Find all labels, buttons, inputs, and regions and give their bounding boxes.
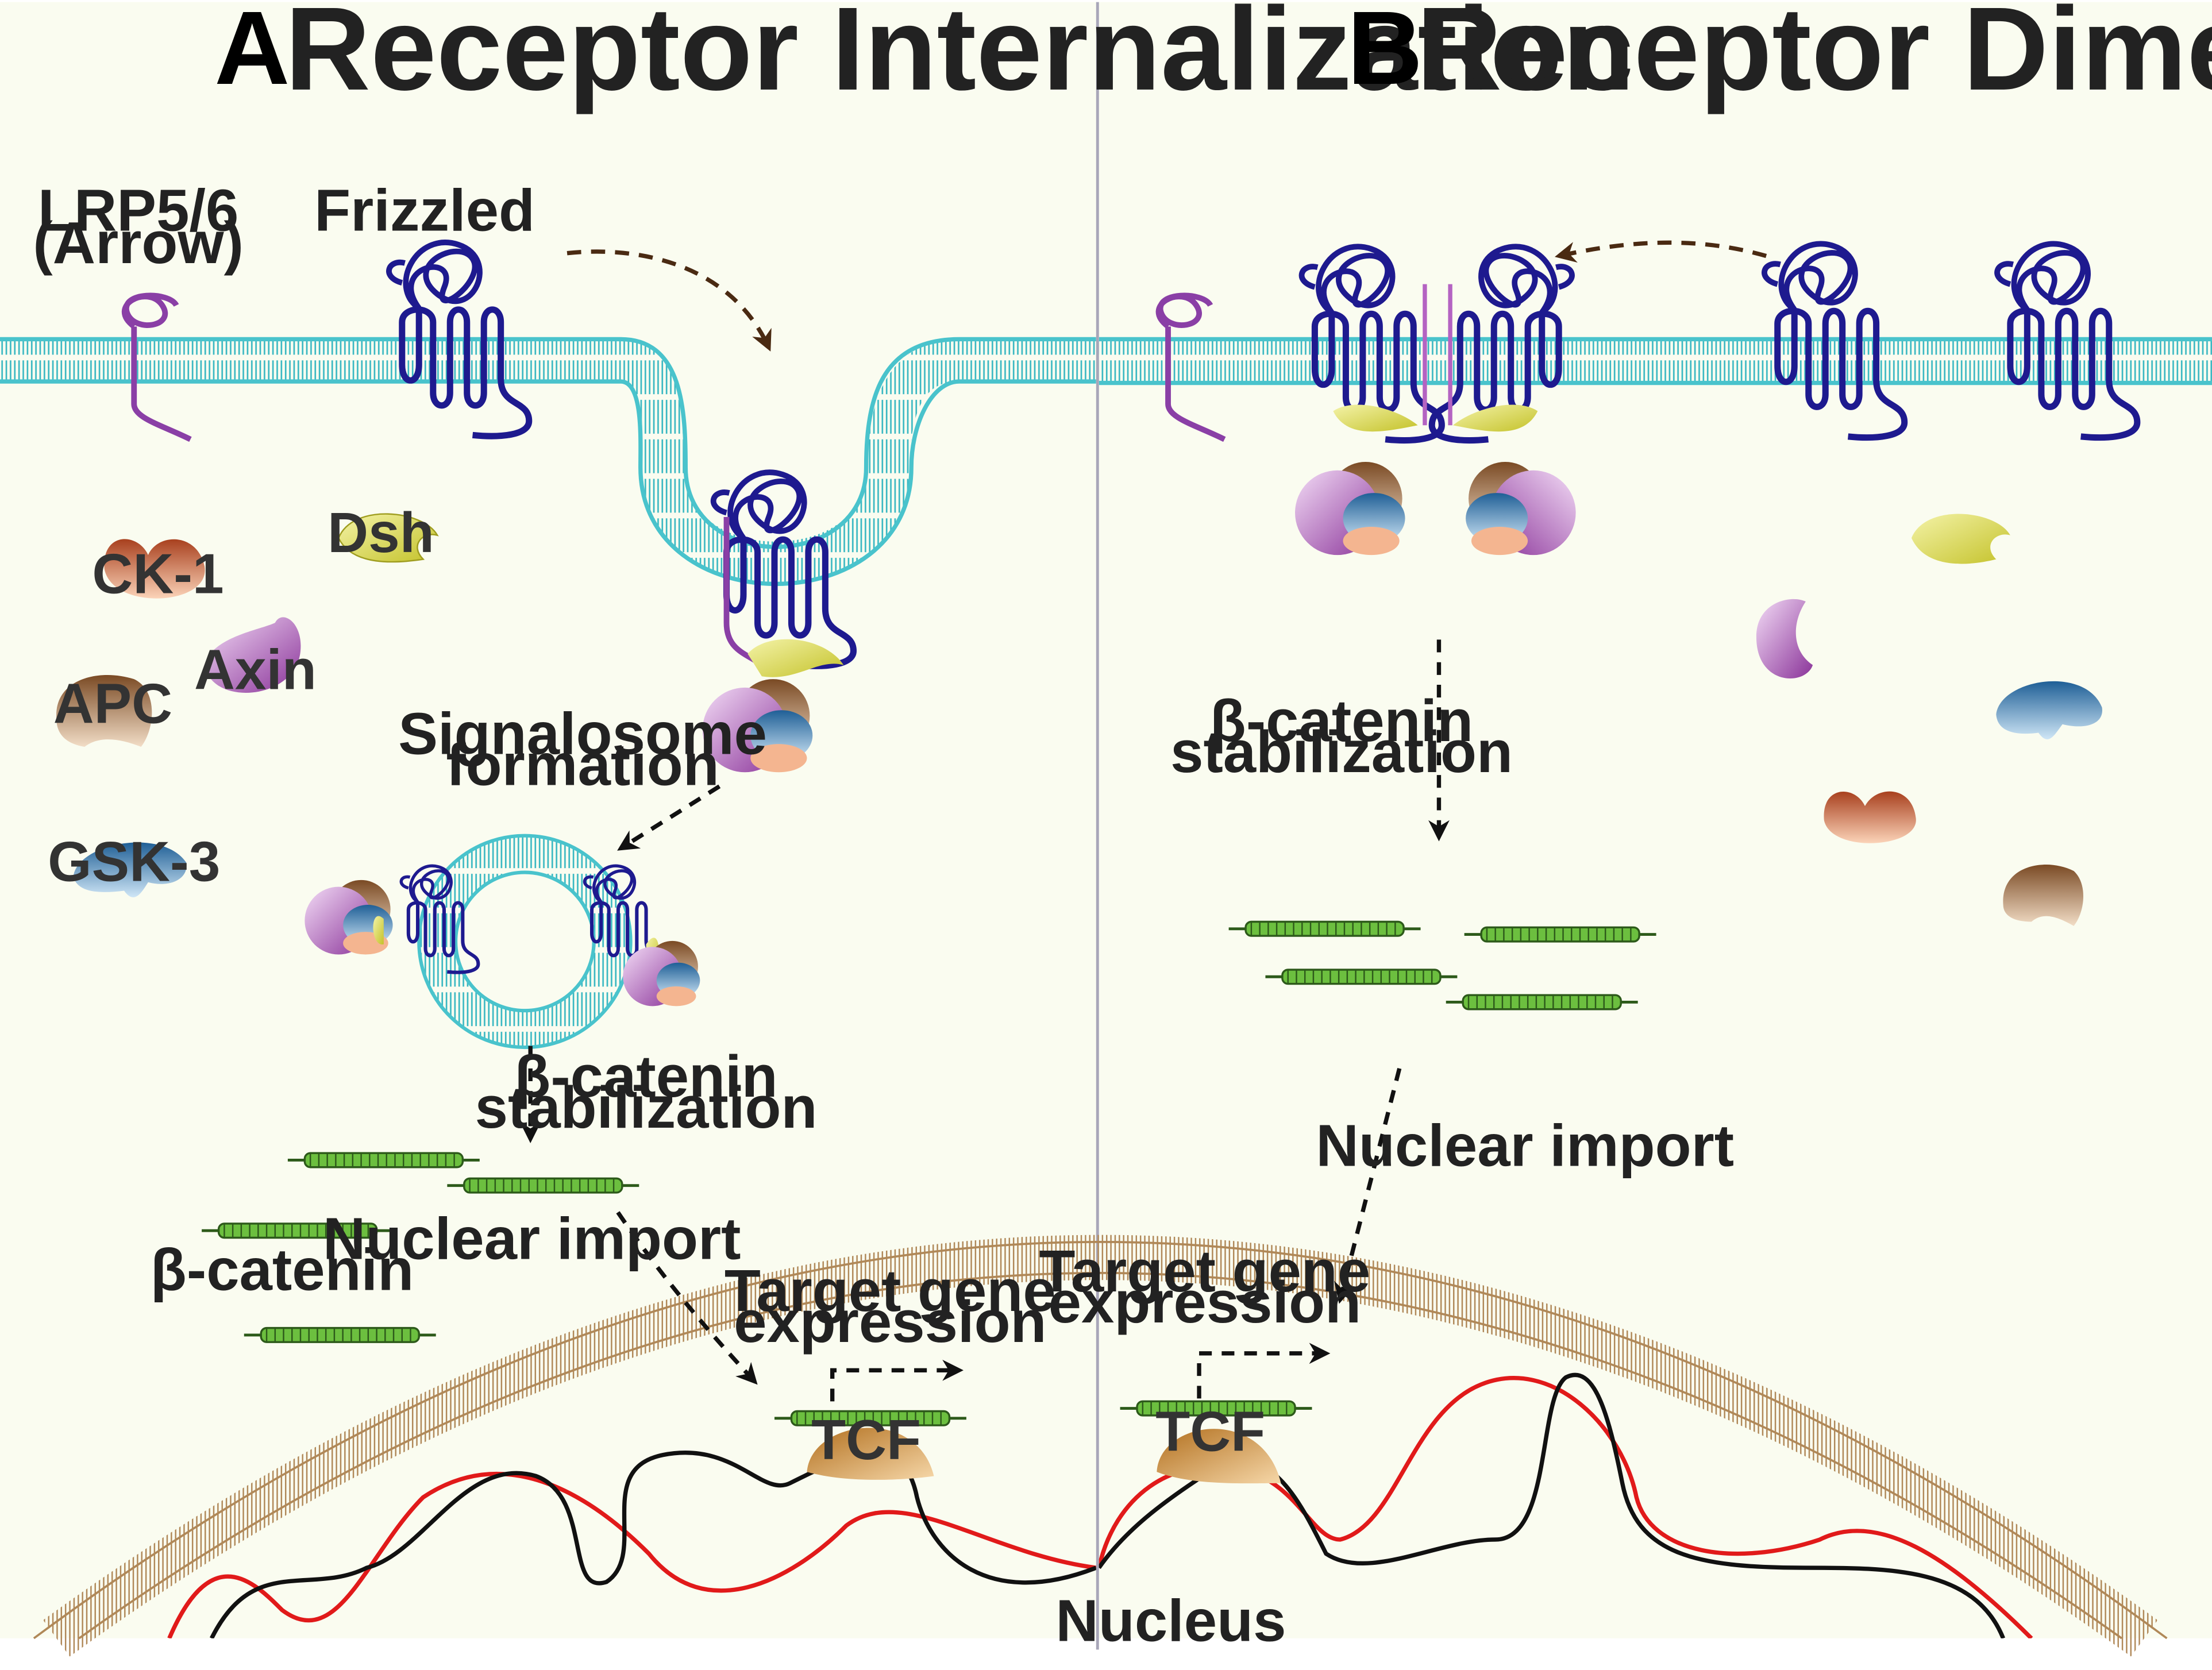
axin-protein: [205, 617, 301, 693]
nuclear-envelope: [33, 1235, 2168, 1657]
panel-b-letter: B: [1347, 0, 1423, 106]
tcf-label-a: TCF: [811, 1408, 921, 1471]
frizzled-label: Frizzled: [314, 177, 535, 243]
transcription-arrow-a: [830, 1359, 964, 1402]
ck1-protein: [104, 539, 205, 599]
stabilization-b-line2: stabilization: [1170, 719, 1513, 785]
beta-catenin-molecule: [288, 1153, 480, 1167]
tcf-label-b: TCF: [1155, 1399, 1265, 1463]
dsh-internalized: [747, 639, 844, 677]
nucleus-label: Nucleus: [1055, 1588, 1286, 1654]
dsh-endosome-left: [373, 916, 384, 945]
beta-catenin-molecule: [1265, 970, 1457, 984]
target-gene-a-line1: Target gene: [725, 1258, 1056, 1324]
signalosome-label-line1: Signalosome: [398, 700, 767, 766]
dimerization-arrow: [1554, 240, 1767, 263]
ck1-protein-b: [1824, 791, 1916, 843]
dna-strands-a: [167, 1450, 1096, 1638]
nuclear-import-b-label: Nuclear import: [1316, 1112, 1734, 1178]
signalosome-label-line2: formation: [446, 731, 719, 797]
dsh-protein-b: [1912, 514, 2010, 564]
panel-b-title: Receptor Dimerization: [1416, 0, 2212, 115]
panel-a-letter: A: [214, 0, 290, 106]
beta-catenin-molecule: [1446, 995, 1638, 1009]
endosome-vesicle: [417, 834, 633, 1050]
beta-catenin-molecule: [447, 1178, 639, 1193]
axin-label: Axin: [194, 638, 317, 701]
lrp-label-line2: (Arrow): [33, 210, 244, 276]
beta-catenin-molecule: [244, 1328, 436, 1343]
gsk3-protein: [73, 842, 187, 897]
target-gene-b-line2: expression: [1049, 1269, 1361, 1335]
nuclear-import-a-label: Nuclear import: [323, 1205, 741, 1271]
apc-protein: [56, 674, 152, 747]
lrp-label-line1: LRP5/6: [38, 177, 239, 243]
nuclear-import-arrow-a: [616, 1211, 758, 1385]
stabilization-a-line1: β-catenin: [514, 1043, 777, 1109]
ck1-label: CK-1: [92, 542, 223, 605]
beta-catenin-molecule: [1229, 922, 1421, 936]
tcf-protein-b: [1157, 1429, 1281, 1484]
beta-catenin-molecule: [1465, 927, 1656, 942]
axin-protein-b: [1756, 599, 1813, 679]
plasma-membrane-b: [1099, 337, 2212, 385]
nuclear-import-arrow-b: [1334, 1067, 1402, 1304]
stabilization-b-line1: β-catenin: [1210, 688, 1473, 754]
tcf-protein-a: [807, 1428, 934, 1480]
signalosome-arrow: [617, 784, 721, 851]
apc-label: APC: [53, 672, 172, 735]
stabilization-a-line2: stabilization: [475, 1074, 818, 1140]
target-gene-b-line1: Target gene: [1039, 1238, 1370, 1304]
beta-catenin-label: β-catenin: [151, 1236, 414, 1302]
panel-a-title: Receptor Internalization: [285, 0, 1635, 115]
receptor-dimer: [1295, 246, 1576, 556]
dsh-protein: [337, 513, 439, 563]
target-gene-a-line2: expression: [734, 1289, 1046, 1355]
dsh-label: Dsh: [327, 501, 434, 564]
gsk3-protein-b: [1996, 681, 2102, 739]
apc-protein-b: [2003, 865, 2083, 926]
internalization-arrow: [567, 249, 772, 352]
gsk3-label: GSK-3: [48, 830, 220, 893]
